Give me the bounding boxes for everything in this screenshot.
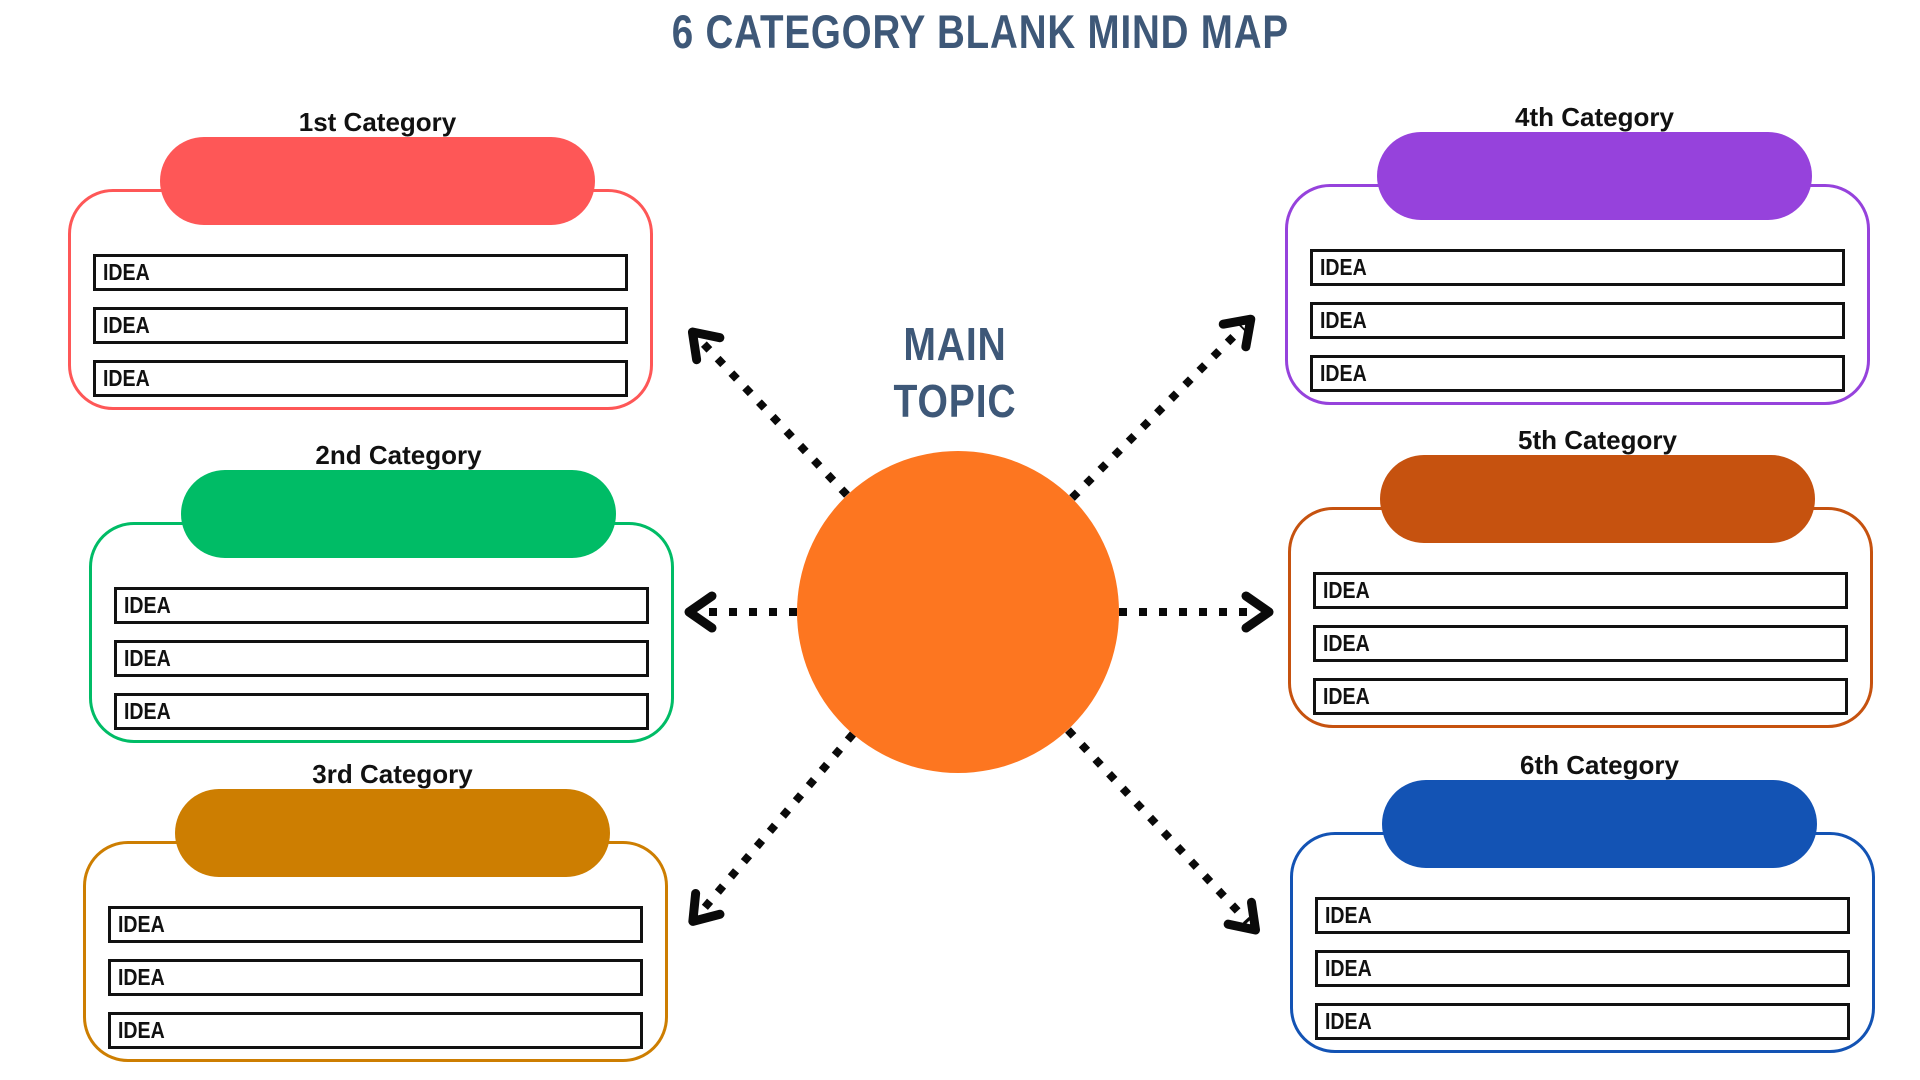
category-1-card: IDEA IDEA IDEA [68,189,653,410]
page-title-text: 6 CATEGORY BLANK MIND MAP [671,5,1289,58]
category-3-card: IDEA IDEA IDEA [83,841,668,1062]
category-group-1: 1st Category IDEA IDEA IDEA [68,107,653,410]
main-topic-line2: TOPIC [893,375,1017,427]
idea-label: IDEA [1320,307,1367,333]
category-2-label: 2nd Category [315,440,482,470]
connector-arrow-6 [1065,727,1261,935]
idea-input[interactable]: IDEA [1315,950,1850,987]
idea-label: IDEA [1323,630,1370,656]
category-group-5: 5th Category IDEA IDEA IDEA [1288,425,1873,728]
category-2-card: IDEA IDEA IDEA [89,522,674,743]
idea-label: IDEA [1323,683,1370,709]
idea-input[interactable]: IDEA [93,360,628,397]
idea-input[interactable]: IDEA [114,587,649,624]
idea-input[interactable]: IDEA [1310,302,1845,339]
main-topic-label: MAIN TOPIC [805,316,1105,430]
category-1-label: 1st Category [298,107,457,137]
idea-label: IDEA [103,259,150,285]
idea-label: IDEA [124,645,171,671]
category-group-2: 2nd Category IDEA IDEA IDEA [89,440,674,743]
idea-input[interactable]: IDEA [114,640,649,677]
category-6-pill[interactable] [1382,780,1817,868]
idea-label: IDEA [1320,360,1367,386]
connector-arrow-3 [688,731,857,926]
idea-label: IDEA [118,964,165,990]
idea-input[interactable]: IDEA [1315,897,1850,934]
idea-label: IDEA [124,698,171,724]
idea-label: IDEA [124,592,171,618]
idea-label: IDEA [118,1017,165,1043]
idea-label: IDEA [1320,254,1367,280]
idea-label: IDEA [1323,577,1370,603]
idea-input[interactable]: IDEA [108,1012,643,1049]
idea-input[interactable]: IDEA [1315,1003,1850,1040]
category-4-label: 4th Category [1515,102,1674,132]
idea-label: IDEA [103,365,150,391]
idea-input[interactable]: IDEA [108,906,643,943]
main-topic-line1: MAIN [903,318,1007,370]
category-1-pill[interactable] [160,137,595,225]
category-group-4: 4th Category IDEA IDEA IDEA [1285,102,1870,405]
idea-input[interactable]: IDEA [93,254,628,291]
category-4-pill[interactable] [1377,132,1812,220]
category-group-3: 3rd Category IDEA IDEA IDEA [83,759,668,1062]
category-5-pill[interactable] [1380,455,1815,543]
idea-label: IDEA [1325,1008,1372,1034]
idea-input[interactable]: IDEA [1310,355,1845,392]
idea-label: IDEA [118,911,165,937]
idea-label: IDEA [103,312,150,338]
page-title: 6 CATEGORY BLANK MIND MAP [0,4,1920,59]
category-group-6: 6th Category IDEA IDEA IDEA [1290,750,1875,1053]
category-6-label: 6th Category [1520,750,1679,780]
idea-input[interactable]: IDEA [1313,572,1848,609]
idea-input[interactable]: IDEA [114,693,649,730]
category-3-pill[interactable] [175,789,610,877]
idea-input[interactable]: IDEA [1313,678,1848,715]
category-5-label: 5th Category [1518,425,1677,455]
idea-input[interactable]: IDEA [108,959,643,996]
idea-label: IDEA [1325,902,1372,928]
idea-input[interactable]: IDEA [1313,625,1848,662]
idea-label: IDEA [1325,955,1372,981]
category-2-pill[interactable] [181,470,616,558]
category-5-card: IDEA IDEA IDEA [1288,507,1873,728]
idea-input[interactable]: IDEA [93,307,628,344]
category-3-label: 3rd Category [312,759,473,789]
idea-input[interactable]: IDEA [1310,249,1845,286]
main-topic-circle[interactable] [797,451,1119,773]
